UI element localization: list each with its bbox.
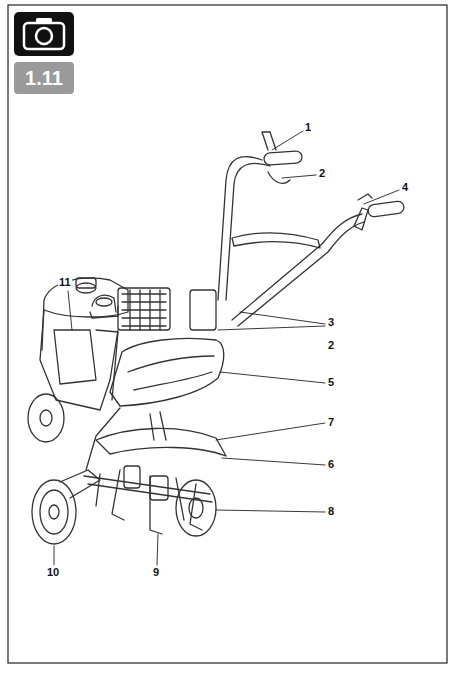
- callout-number: 1: [304, 122, 312, 133]
- gear-housing: [110, 339, 224, 407]
- callout-number: 6: [327, 459, 335, 470]
- callout-number: 9: [152, 567, 160, 578]
- tines: [84, 466, 212, 534]
- frame: [8, 5, 447, 663]
- callout-number: 7: [327, 417, 335, 428]
- callout-number: 2: [318, 168, 326, 179]
- callout-number: 3: [327, 317, 335, 328]
- engine: [40, 278, 170, 410]
- callout-number: 2: [327, 340, 335, 351]
- callout-number: 8: [327, 506, 335, 517]
- wheels: [28, 394, 216, 544]
- leader-lines: [54, 131, 399, 565]
- figure-number: 1.11: [25, 67, 63, 90]
- fender: [96, 412, 226, 456]
- figure-number-box: 1.11: [14, 62, 74, 94]
- callout-number: 4: [401, 182, 409, 193]
- callout-number: 5: [327, 377, 335, 388]
- callout-number: 10: [46, 567, 60, 578]
- handlebar: [190, 132, 405, 330]
- camera-icon: [14, 12, 74, 56]
- callout-number: 11: [58, 277, 72, 288]
